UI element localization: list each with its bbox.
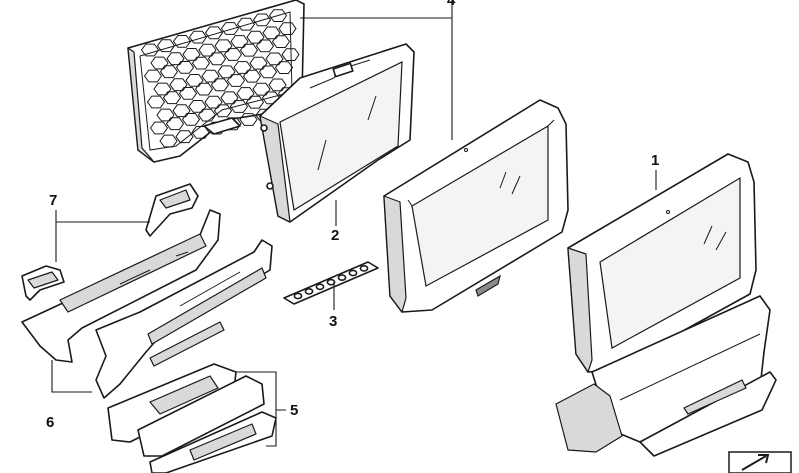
- mesh-cell: [265, 52, 284, 66]
- front-bezel-housing: [383, 99, 569, 313]
- mesh-cell: [182, 48, 201, 61]
- mesh-cell: [172, 35, 192, 48]
- mesh-cell: [210, 78, 230, 92]
- cap-parts: [21, 183, 199, 301]
- mesh-cell: [181, 113, 201, 126]
- mesh-cell: [230, 35, 249, 48]
- mesh-cell: [191, 56, 211, 70]
- mesh-cell: [236, 87, 255, 100]
- strip-button: [326, 278, 336, 286]
- mesh-cell: [258, 65, 278, 79]
- callout-5: 5: [290, 402, 298, 419]
- mesh-cell: [188, 30, 208, 44]
- mesh-cell: [204, 95, 223, 109]
- mesh-cell: [185, 74, 204, 87]
- mesh-cell: [165, 117, 185, 131]
- mesh-cell: [249, 56, 268, 70]
- mesh-cell: [150, 56, 169, 70]
- mesh-cell: [159, 65, 179, 79]
- mesh-cell: [140, 43, 160, 57]
- callout-3: 3: [329, 313, 337, 330]
- callout-2: 2: [331, 227, 339, 244]
- callout-labels: 1 2 3 4 5 6 7: [46, 0, 659, 431]
- mesh-cell: [214, 39, 233, 53]
- callout-7: 7: [49, 192, 57, 209]
- mesh-cell: [252, 13, 272, 27]
- strip-button: [293, 292, 303, 300]
- mesh-cell: [178, 87, 198, 100]
- mesh-cell: [198, 43, 217, 57]
- mesh-cell: [281, 48, 300, 61]
- mesh-cell: [268, 78, 287, 92]
- mesh-cell: [236, 17, 256, 31]
- button-row: [293, 264, 369, 300]
- mesh-cell: [268, 9, 288, 22]
- mesh-cell: [169, 78, 188, 92]
- mesh-cell: [278, 22, 297, 35]
- mesh-cell: [220, 91, 239, 105]
- button-strip: [283, 261, 379, 305]
- mesh-cell: [194, 82, 214, 96]
- mesh-cell: [213, 104, 233, 118]
- mesh-cell: [274, 61, 294, 74]
- mesh-cell: [153, 82, 172, 96]
- mesh-cell: [252, 82, 271, 96]
- callout-4: 4: [447, 0, 456, 9]
- mesh-cell: [239, 113, 258, 126]
- leader-lines: [51, 0, 657, 447]
- mesh-cell: [207, 52, 227, 66]
- mesh-cell: [143, 69, 163, 83]
- mesh-cell: [159, 134, 178, 148]
- mesh-cell: [271, 35, 291, 48]
- mesh-cell: [146, 95, 166, 109]
- mesh-cell: [156, 39, 176, 53]
- mesh-cell: [229, 100, 249, 113]
- mesh-cell: [223, 48, 243, 61]
- mesh-cell: [175, 130, 194, 144]
- strip-button: [315, 283, 325, 291]
- mesh-cell: [217, 65, 236, 79]
- mesh-cell: [246, 30, 265, 44]
- display-module: [259, 43, 415, 223]
- mesh-cell: [204, 26, 224, 40]
- mesh-cell: [201, 69, 220, 83]
- mesh-cell: [262, 26, 281, 40]
- strip-button: [304, 287, 314, 295]
- mesh-cell: [245, 95, 265, 109]
- strip-button: [337, 274, 347, 281]
- complete-assembly: [555, 153, 777, 457]
- trim-channels: [21, 209, 273, 399]
- mesh-cell: [162, 91, 182, 105]
- strip-button: [359, 264, 369, 272]
- mesh-cell: [220, 22, 240, 35]
- mesh-cell: [239, 43, 259, 57]
- mesh-cell: [149, 121, 169, 135]
- callout-1: 1: [651, 152, 659, 169]
- mesh-cell: [255, 39, 275, 53]
- mesh-cell: [242, 69, 262, 83]
- mesh-cell: [175, 61, 195, 74]
- mesh-cell: [166, 52, 185, 66]
- mesh-cell: [226, 74, 246, 87]
- mesh-cell: [156, 108, 175, 122]
- mesh-cell: [172, 104, 191, 118]
- mesh-cell: [233, 61, 252, 74]
- callout-6: 6: [46, 414, 54, 431]
- arrow-box-icon: [728, 451, 792, 473]
- mesh-cell: [197, 108, 217, 122]
- mesh-cell: [188, 100, 207, 113]
- mounting-brackets: [107, 363, 277, 473]
- strip-button: [348, 269, 358, 277]
